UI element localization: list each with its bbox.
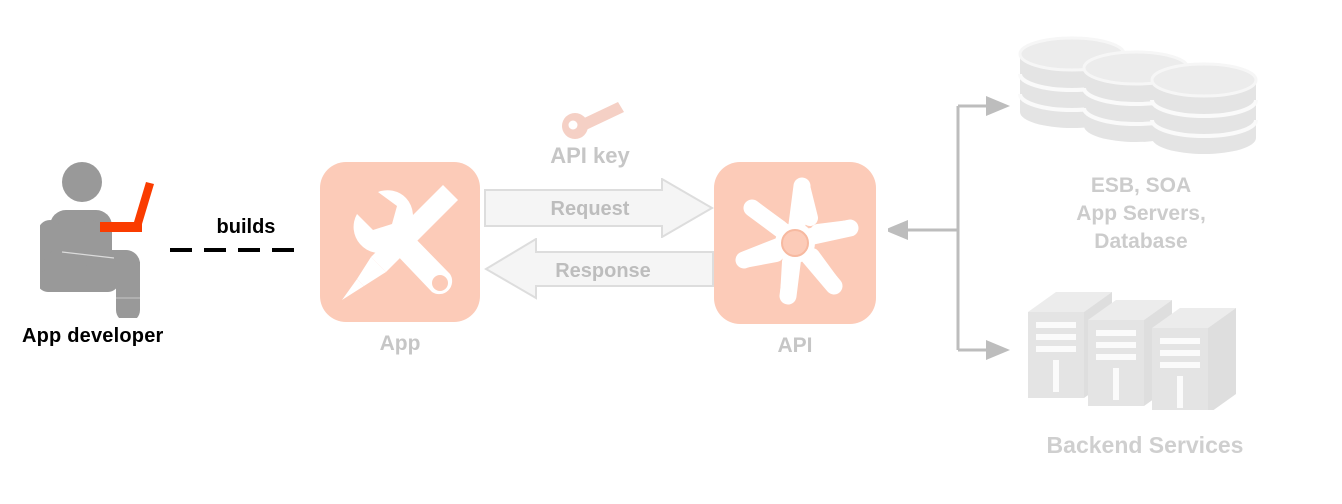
request-arrow bbox=[484, 178, 714, 238]
wrench-and-pencil-icon bbox=[342, 185, 458, 300]
builds-dashed-line bbox=[170, 248, 302, 252]
backend-services-label: Backend Services bbox=[1046, 432, 1244, 458]
connector-to-database-arrowhead bbox=[986, 96, 1010, 116]
request-label: Request bbox=[550, 198, 630, 220]
key-icon bbox=[560, 100, 628, 140]
api-hub-star-icon bbox=[735, 177, 859, 305]
app-tile[interactable] bbox=[320, 162, 480, 322]
response-label: Response bbox=[555, 260, 651, 282]
builds-label: builds bbox=[216, 216, 276, 238]
server-racks-icon bbox=[1026, 282, 1268, 410]
app-caption: App bbox=[379, 332, 421, 355]
seated-person-icon bbox=[40, 158, 180, 318]
backend-connector-group bbox=[888, 90, 1018, 370]
connector-to-servers-arrowhead bbox=[986, 340, 1010, 360]
api-tile[interactable] bbox=[714, 162, 876, 324]
app-developer-label: App developer bbox=[22, 325, 164, 347]
laptop-icon bbox=[98, 180, 160, 242]
api-key-label: API key bbox=[550, 143, 630, 168]
connector-from-backend-arrowhead bbox=[888, 220, 908, 240]
database-label: ESB, SOA App Servers, Database bbox=[1076, 174, 1206, 253]
database-cylinders-icon bbox=[1018, 32, 1268, 160]
response-arrow bbox=[484, 238, 714, 300]
api-caption: API bbox=[777, 334, 813, 357]
